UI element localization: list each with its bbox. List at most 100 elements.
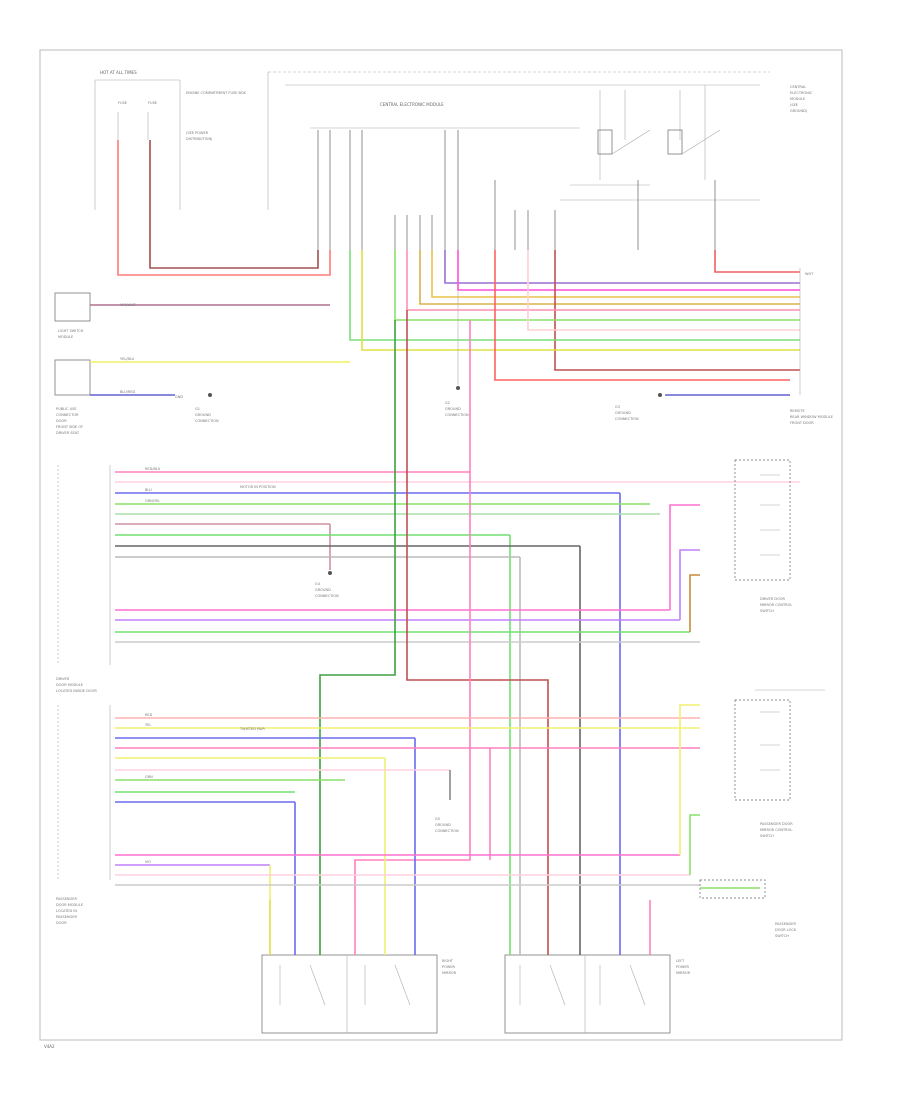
ground-g4-2: CONNECTION <box>315 594 339 598</box>
light-switch-label-1: MODULE <box>58 335 73 339</box>
ground-g5-0: G5 <box>435 817 440 821</box>
svg-text:CONNECTION: CONNECTION <box>445 413 469 417</box>
left-power-mirror: LEFT POWER MIRROR <box>504 954 691 1034</box>
public-use-label-2: DOOR <box>56 419 67 423</box>
public-use-label-3: FRONT SIDE OF <box>56 425 83 429</box>
cem-right-1: ELECTRONIC <box>790 91 813 95</box>
public-use-label-0: PUBLIC USE <box>56 407 77 411</box>
svg-text:PASSENGER: PASSENGER <box>56 897 77 901</box>
light-switch-label-0: LIGHT SWITCH <box>58 329 84 333</box>
mirror-connector-stubs <box>269 900 651 955</box>
tag-gnd: GND <box>175 395 183 399</box>
svg-text:REMOTE: REMOTE <box>790 409 805 413</box>
tag-vio: VIO <box>145 860 151 864</box>
tag-grn: GRN <box>145 775 153 779</box>
cem-connector-row <box>317 130 716 250</box>
diagram-border <box>39 49 843 1041</box>
svg-text:GROUND: GROUND <box>615 411 631 415</box>
svg-text:REAR WINDOW MODULE: REAR WINDOW MODULE <box>790 415 833 419</box>
fuse-box-note-1: DISTRIBUTION) <box>186 137 213 141</box>
ground-g5-2: CONNECTION <box>435 829 459 833</box>
svg-text:PASSENGER: PASSENGER <box>775 922 796 926</box>
public-use-connector: PUBLIC USE CONNECTOR DOOR FRONT SIDE OF … <box>54 359 350 435</box>
ground-g5-1: GROUND <box>435 823 451 827</box>
cem-right-3: (SEE <box>790 103 798 107</box>
note-motor-position: MOTOR IN POSITION <box>240 485 276 489</box>
tag-blu: BLU <box>145 488 152 492</box>
svg-text:PASSENGER: PASSENGER <box>56 915 77 919</box>
tag-vio-wht: VIO/WHT <box>120 303 136 307</box>
public-use-label-1: CONNECTOR <box>56 413 79 417</box>
svg-text:SWITCH: SWITCH <box>760 834 774 838</box>
central-electronic-module: CENTRAL ELECTRONIC MODULE <box>267 71 770 210</box>
svg-text:LOCATED IN: LOCATED IN <box>56 909 77 913</box>
right-bus-wires <box>349 250 800 381</box>
tag-blu-red: BLU/RED <box>120 390 136 394</box>
tag-red: RED <box>145 713 153 717</box>
svg-text:CONNECTION: CONNECTION <box>195 419 219 423</box>
svg-text:LOCATED INSIDE DOOR: LOCATED INSIDE DOOR <box>56 689 97 693</box>
svg-text:SWITCH: SWITCH <box>760 609 774 613</box>
svg-text:DRIVER: DRIVER <box>56 677 70 681</box>
svg-text:DOOR MODULE: DOOR MODULE <box>56 683 83 687</box>
svg-text:G1: G1 <box>195 407 200 411</box>
hot-at-all-times-label: HOT AT ALL TIMES <box>100 70 137 75</box>
svg-text:LEFT: LEFT <box>676 959 685 963</box>
svg-text:G2: G2 <box>445 401 450 405</box>
right-power-mirror: RIGHT POWER MIRROR <box>261 954 457 1034</box>
footer-code: V4A2 <box>44 1044 55 1049</box>
driver-mirror-switch: DRIVER DOOR MIRROR CONTROL SWITCH <box>734 459 792 613</box>
wire-tags: VIO/WHT YEL/BLU BLU/RED RED/BLU BLU GRN/… <box>120 272 814 864</box>
svg-text:DOOR: DOOR <box>56 921 67 925</box>
svg-text:MIRROR CONTROL: MIRROR CONTROL <box>760 828 792 832</box>
svg-text:MIRROR: MIRROR <box>676 971 691 975</box>
rear-window-module: REMOTE REAR WINDOW MODULE FRONT DOOR <box>790 268 833 425</box>
fuse-power-wires <box>117 140 331 276</box>
tag-yel-blu: YEL/BLU <box>120 357 135 361</box>
central-module-right-label: CENTRAL ELECTRONIC MODULE (SEE GROUND) <box>790 85 813 113</box>
center-vertical-wires <box>319 310 549 900</box>
tag-red-blu: RED/BLU <box>145 467 161 471</box>
svg-text:DOOR LOCK: DOOR LOCK <box>775 928 797 932</box>
public-use-label-4: DRIVER SEAT <box>56 431 80 435</box>
svg-text:MIRROR: MIRROR <box>442 971 457 975</box>
svg-text:SWITCH: SWITCH <box>775 934 789 938</box>
tag-wht: WHT <box>805 272 814 276</box>
fuse-b-label: FUSE <box>148 101 157 105</box>
tag-yel: YEL <box>145 723 151 727</box>
fuse-block-top-left: HOT AT ALL TIMES FUSE FUSE ENGINE COMPAR… <box>94 70 246 210</box>
svg-text:POWER: POWER <box>442 965 456 969</box>
ground-g4-0: G4 <box>315 582 321 586</box>
svg-text:GROUND: GROUND <box>445 407 461 411</box>
light-switch-module: LIGHT SWITCH MODULE <box>54 292 330 339</box>
svg-text:POWER: POWER <box>676 965 690 969</box>
note-twisted-pair: TWISTED PAIR <box>239 727 265 731</box>
tag-grn-yel: GRN/YEL <box>145 499 160 503</box>
passenger-door-lock-switch: PASSENGER DOOR LOCK SWITCH <box>699 879 797 938</box>
cem-right-0: CENTRAL <box>790 85 806 89</box>
cem-right-4: GROUND) <box>790 109 808 113</box>
svg-text:MIRROR CONTROL: MIRROR CONTROL <box>760 603 792 607</box>
svg-text:RIGHT: RIGHT <box>442 959 454 963</box>
svg-text:CONNECTION: CONNECTION <box>615 417 639 421</box>
fuse-a-label: FUSE <box>118 101 127 105</box>
fuse-box-label: ENGINE COMPARTMENT FUSE BOX <box>186 91 246 95</box>
cem-right-2: MODULE <box>790 97 805 101</box>
svg-text:DRIVER DOOR: DRIVER DOOR <box>760 597 786 601</box>
diagram-notes: MOTOR IN POSITION TWISTED PAIR <box>239 485 276 731</box>
svg-text:GROUND: GROUND <box>195 413 211 417</box>
svg-text:PASSENGER DOOR: PASSENGER DOOR <box>760 822 793 826</box>
passenger-module-wires <box>115 704 700 900</box>
svg-text:FRONT DOOR: FRONT DOOR <box>790 421 814 425</box>
ground-g4-1: GROUND <box>315 588 331 592</box>
passenger-mirror-switch: PASSENGER DOOR MIRROR CONTROL SWITCH <box>734 689 825 838</box>
ground-g1: G1 GROUND CONNECTION <box>195 407 219 423</box>
fuse-box-note-0: (SEE POWER <box>186 131 209 135</box>
passenger-door-module: PASSENGER DOOR MODULE LOCATED IN PASSENG… <box>56 705 111 925</box>
svg-text:G3: G3 <box>615 405 620 409</box>
ground-g3: G3 GROUND CONNECTION <box>615 393 790 421</box>
central-module-title: CENTRAL ELECTRONIC MODULE <box>380 102 444 107</box>
ground-g2: G2 GROUND CONNECTION <box>445 290 469 417</box>
driver-door-module: DRIVER DOOR MODULE LOCATED INSIDE DOOR <box>56 465 111 693</box>
